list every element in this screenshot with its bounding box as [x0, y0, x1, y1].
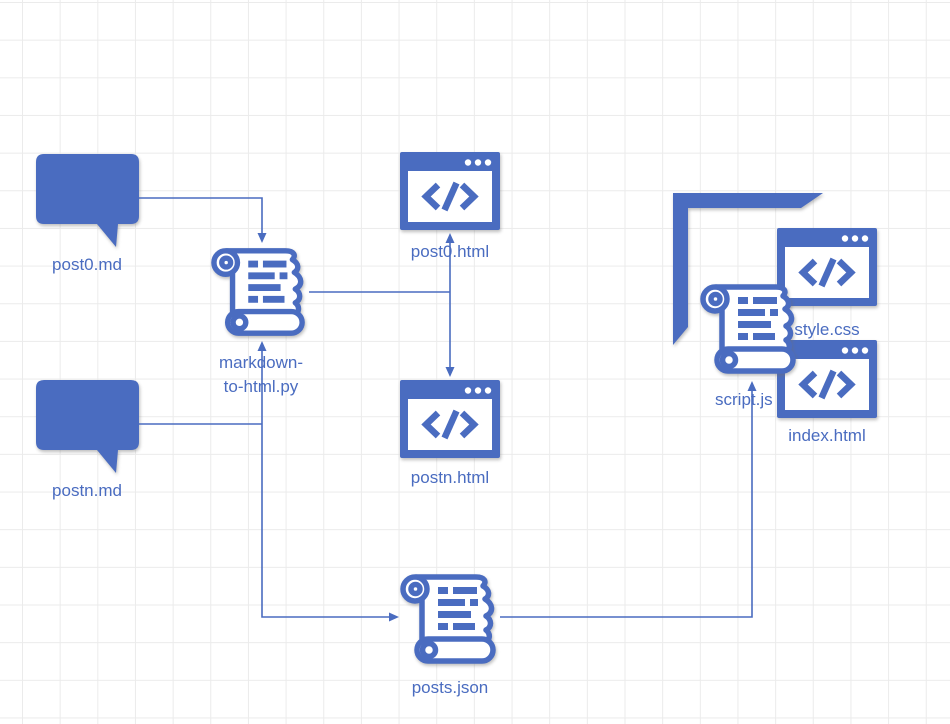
node-post0-md[interactable]	[36, 154, 139, 247]
node-label-post0-html: post0.html	[410, 242, 490, 261]
browser-code-icon	[400, 152, 500, 230]
scroll-script-icon	[700, 278, 800, 378]
node-label-postn-html: postn.html	[410, 468, 490, 487]
node-label-index-html: index.html	[788, 426, 866, 445]
node-postn-html[interactable]	[400, 380, 500, 458]
node-posts-json[interactable]	[400, 568, 500, 668]
browser-code-icon	[400, 380, 500, 458]
edge-postsjson-to-scriptjs[interactable]	[500, 391, 753, 618]
node-markdown-to-html-py[interactable]	[211, 242, 309, 340]
arrowhead-into-postsjson	[389, 612, 399, 622]
node-post0-html[interactable]	[400, 152, 500, 230]
node-script-js[interactable]	[700, 278, 800, 378]
scroll-script-icon	[400, 568, 500, 668]
arrowhead-into-converter-bottom	[257, 341, 267, 351]
arrowhead-into-postnhtml	[445, 367, 455, 377]
label-line-1: markdown-	[218, 353, 304, 372]
node-label-style-css: style.css	[794, 320, 860, 339]
node-label-postn-md: postn.md	[52, 481, 122, 500]
node-site-group[interactable]	[670, 190, 830, 350]
speech-bubble-icon	[36, 380, 139, 473]
label-line-2: to-html.py	[223, 377, 299, 396]
node-postn-md[interactable]	[36, 380, 139, 473]
node-label-post0-md: post0.md	[52, 255, 122, 274]
folder-corner-icon	[673, 193, 823, 345]
node-label-posts-json: posts.json	[411, 678, 489, 697]
edge-post0md-to-converter[interactable]	[139, 197, 263, 233]
node-label-markdown-to-html-py: markdown- to-html.py	[191, 351, 331, 399]
node-label-script-js: script.js	[715, 390, 773, 409]
speech-bubble-icon	[36, 154, 139, 247]
scroll-script-icon	[211, 242, 309, 340]
